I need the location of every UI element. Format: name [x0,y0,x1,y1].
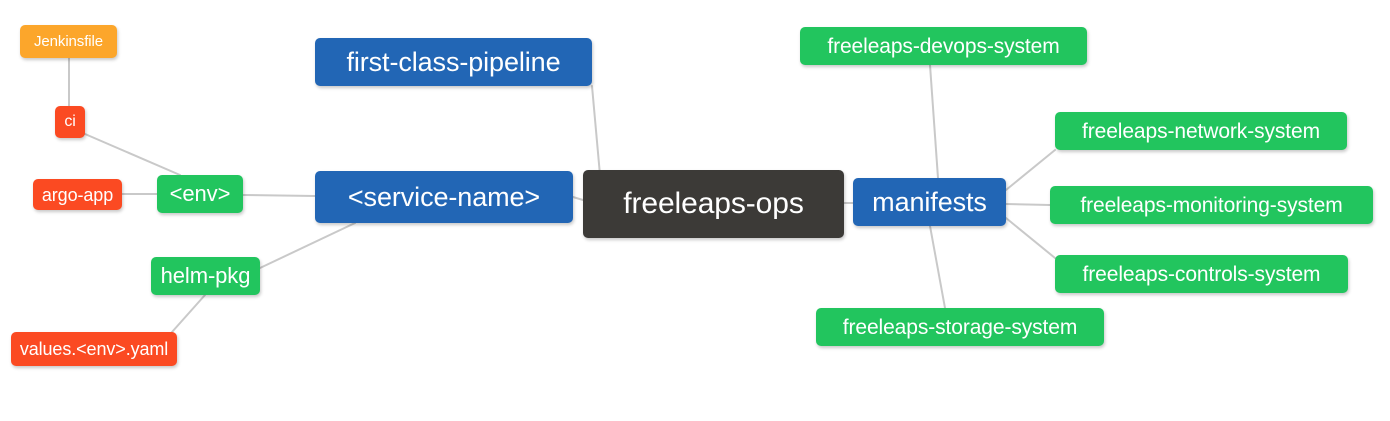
node-label: freeleaps-storage-system [842,315,1078,339]
node-first-class-pipeline[interactable]: first-class-pipeline [315,38,592,86]
node-label: ci [64,113,76,130]
node-freeleaps-ops[interactable]: freeleaps-ops [583,170,844,238]
edge-manifests-to-freeleaps-monitoring-system [1005,203,1051,206]
edge-manifests-to-freeleaps-storage-system [929,225,946,309]
edge-freeleaps-ops-to-service-name [572,196,584,201]
node-ci[interactable]: ci [55,106,85,138]
edge-service-name-to-env [242,194,316,197]
node-helm-pkg[interactable]: helm-pkg [151,257,260,295]
node-label: <service-name> [347,181,541,212]
node-label: <env> [169,181,231,206]
node-label: values.<env>.yaml [19,339,169,359]
edge-manifests-to-freeleaps-network-system [1005,149,1056,191]
edge-freeleaps-ops-to-first-class-pipeline [591,85,601,176]
node-manifests[interactable]: manifests [853,178,1006,226]
edge-env-to-ci [84,133,181,176]
node-freeleaps-network-system[interactable]: freeleaps-network-system [1055,112,1347,150]
edge-manifests-to-freeleaps-devops-system [929,64,939,179]
node-label: argo-app [41,184,114,205]
node-freeleaps-monitoring-system[interactable]: freeleaps-monitoring-system [1050,186,1373,224]
node-label: freeleaps-controls-system [1082,262,1321,286]
node-label: freeleaps-devops-system [827,34,1060,58]
node-label: freeleaps-ops [623,187,804,220]
node-values-yaml[interactable]: values.<env>.yaml [11,332,177,366]
edge-service-name-to-helm-pkg [259,222,356,269]
node-label: helm-pkg [160,263,251,288]
edge-helm-pkg-to-values-yaml [171,294,206,333]
node-label: first-class-pipeline [346,46,561,77]
node-label: freeleaps-network-system [1081,119,1320,143]
node-freeleaps-controls-system[interactable]: freeleaps-controls-system [1055,255,1348,293]
node-freeleaps-storage-system[interactable]: freeleaps-storage-system [816,308,1104,346]
node-freeleaps-devops-system[interactable]: freeleaps-devops-system [800,27,1087,65]
node-label: Jenkinsfile [34,33,103,50]
node-service-name[interactable]: <service-name> [315,171,573,223]
node-argo-app[interactable]: argo-app [33,179,122,210]
node-label: manifests [872,186,987,217]
edge-manifests-to-freeleaps-controls-system [1005,217,1056,259]
node-jenkinsfile[interactable]: Jenkinsfile [20,25,117,58]
node-env[interactable]: <env> [157,175,243,213]
node-label: freeleaps-monitoring-system [1080,193,1343,217]
